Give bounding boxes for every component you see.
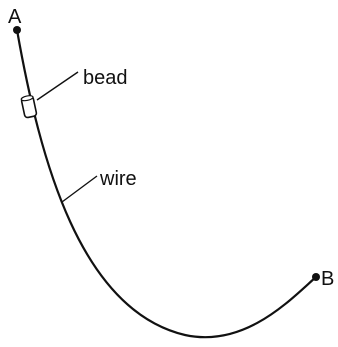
point-b-label: B [321, 268, 334, 290]
bead-label: bead [83, 67, 128, 89]
bead-leader-line [36, 71, 79, 101]
wire-leader-line [61, 175, 98, 203]
wire-label: wire [99, 168, 137, 190]
point-a-dot [13, 26, 21, 34]
point-b-dot [312, 273, 320, 281]
wire-curve [15, 28, 318, 339]
point-a-label: A [8, 6, 22, 28]
bead [20, 95, 38, 119]
